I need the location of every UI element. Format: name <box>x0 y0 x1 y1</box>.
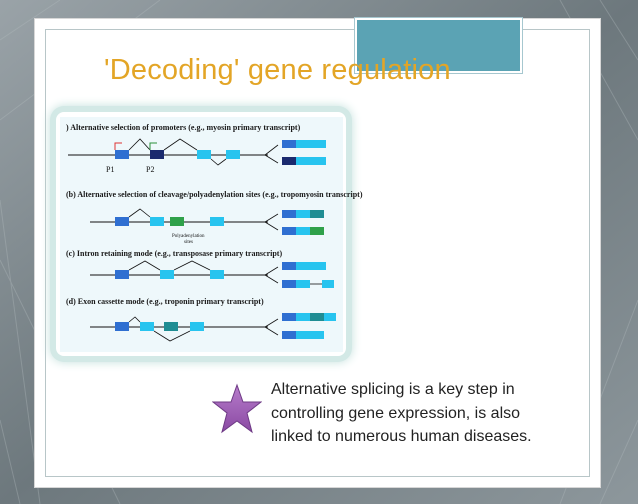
polya-label-line1: Polyadenylation <box>172 234 205 239</box>
panel-a-gene <box>68 138 326 166</box>
slide-inner-border <box>45 29 590 477</box>
panel-a-label: ) Alternative selection of promoters (e.… <box>66 123 301 132</box>
decorative-tab <box>354 17 523 74</box>
panel-b-label: (b) Alternative selection of cleavage/po… <box>66 190 363 199</box>
panel-d-label: (d) Exon cassette mode (e.g., troponin p… <box>66 297 264 306</box>
star-icon <box>212 383 262 434</box>
panel-c-gene <box>90 260 334 288</box>
bullet-line-3: linked to numerous human diseases. <box>271 428 532 445</box>
promoter-label-2: P2 <box>146 165 154 174</box>
panel-b-gene <box>90 208 324 235</box>
splicing-diagram: P1 P2 Polyadenylation sites <box>68 138 336 342</box>
bullet-text: Alternative splicing is a key step in co… <box>271 378 532 449</box>
bullet-line-2: controlling gene expression, is also <box>271 404 521 422</box>
slide-title: 'Decoding' gene regulation <box>104 54 451 86</box>
bullet-line-1: Alternative splicing is a key step in <box>271 381 515 398</box>
promoter-label-1: P1 <box>106 165 114 174</box>
panel-c-label: (c) Intron retaining mode (e.g., transpo… <box>66 249 283 258</box>
polya-label-line2: sites <box>184 240 193 245</box>
panel-d-gene <box>90 313 336 342</box>
splicing-figure: ) Alternative selection of promoters (e.… <box>60 117 362 352</box>
